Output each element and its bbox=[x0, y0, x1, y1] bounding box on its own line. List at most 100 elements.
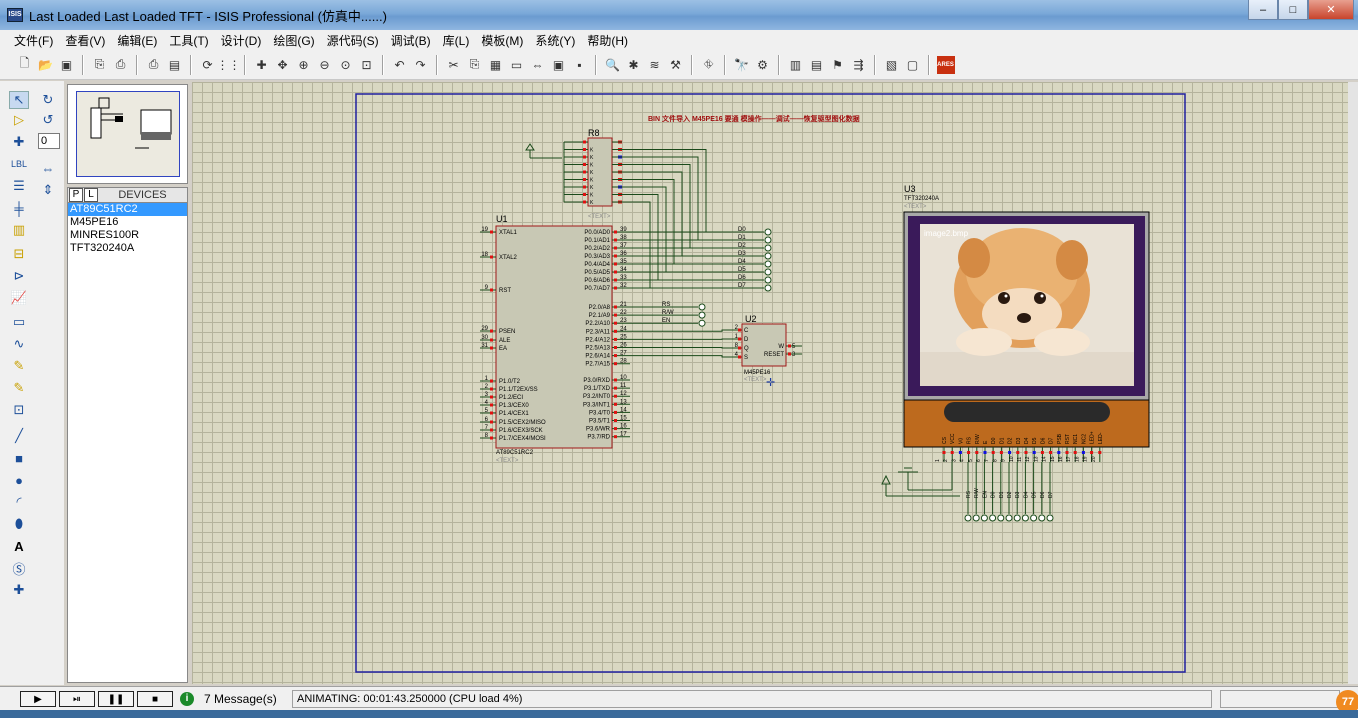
tape-recorder-icon[interactable]: ▭ bbox=[12, 314, 26, 329]
menu-system[interactable]: 系统(Y) bbox=[535, 33, 576, 48]
step-button[interactable]: ⏯ bbox=[59, 691, 95, 707]
menu-view[interactable]: 查看(V) bbox=[65, 33, 106, 48]
undo-icon[interactable]: ↶ bbox=[394, 57, 405, 72]
export-icon[interactable]: ⎙ bbox=[115, 57, 126, 71]
menu-graph[interactable]: 绘图(G) bbox=[273, 33, 315, 48]
new-sheet-icon[interactable]: ▢ bbox=[906, 57, 919, 72]
netlist-icon[interactable]: ▥ bbox=[789, 57, 802, 72]
bill-icon[interactable]: ▤ bbox=[810, 57, 823, 72]
path-tool-icon[interactable]: ⬮ bbox=[14, 516, 24, 531]
rotate-cw-icon[interactable]: ↻ bbox=[42, 92, 54, 107]
schematic-canvas[interactable]: BIN 文件导入 M45PE16 要通 模操作——调试——恢复驱型图化数据 R8… bbox=[192, 82, 1348, 684]
play-button[interactable]: ▶ bbox=[20, 691, 56, 707]
grid-icon[interactable]: ⋮⋮ bbox=[216, 57, 241, 72]
notification-badge[interactable]: 77 bbox=[1336, 690, 1358, 714]
new-file-icon[interactable]: 🗋 bbox=[19, 56, 30, 70]
device-item[interactable]: M45PE16 bbox=[70, 216, 119, 228]
cut-icon[interactable]: ✂ bbox=[448, 57, 459, 72]
subcircuit-icon[interactable]: ▥ bbox=[12, 222, 26, 237]
device-pins-icon[interactable]: ⊳ bbox=[13, 268, 25, 283]
print-icon[interactable]: ⎙ bbox=[148, 57, 159, 71]
refresh-icon[interactable]: ⟳ bbox=[202, 57, 213, 72]
rotate-ccw-icon[interactable]: ↺ bbox=[42, 112, 54, 127]
decompose-icon[interactable]: ≋ bbox=[649, 57, 660, 72]
open-file-icon[interactable]: 📂 bbox=[38, 57, 53, 72]
menu-template[interactable]: 模板(M) bbox=[481, 33, 524, 48]
zoom-all-icon[interactable]: ⊙ bbox=[340, 57, 351, 72]
flip-vertical-icon[interactable]: ⇕ bbox=[42, 182, 54, 197]
property-tool-icon[interactable]: ⚙ bbox=[757, 57, 768, 72]
menu-edit[interactable]: 编辑(E) bbox=[117, 33, 158, 48]
block-rotate-icon[interactable]: ▣ bbox=[552, 57, 565, 72]
minimize-button[interactable]: – bbox=[1248, 0, 1278, 20]
menu-tools[interactable]: 工具(T) bbox=[169, 33, 209, 48]
text-script-icon[interactable]: ☰ bbox=[13, 178, 25, 193]
zoom-in-icon[interactable]: ⊕ bbox=[298, 57, 309, 72]
flip-horizontal-icon[interactable]: ⇔ bbox=[41, 160, 55, 176]
component-mode-icon[interactable]: ▷ bbox=[14, 112, 24, 127]
bus-icon[interactable]: ╪ bbox=[14, 200, 24, 216]
menu-design[interactable]: 设计(D) bbox=[220, 33, 262, 48]
menu-debug[interactable]: 调试(B) bbox=[390, 33, 431, 48]
wire-autoroute-icon[interactable]: ⛗ bbox=[703, 57, 714, 71]
overview-window[interactable] bbox=[67, 84, 188, 184]
stop-button[interactable]: ■ bbox=[137, 691, 173, 707]
box-tool-icon[interactable]: ■ bbox=[15, 450, 23, 466]
save-icon[interactable]: ▣ bbox=[60, 57, 73, 72]
zoom-area-icon[interactable]: ⊡ bbox=[361, 57, 372, 72]
block-delete-icon[interactable]: ▪ bbox=[577, 57, 582, 72]
pan-icon[interactable]: ✥ bbox=[277, 57, 288, 72]
device-item[interactable]: MINRES100R bbox=[70, 229, 140, 241]
virtual-instruments-icon[interactable]: ⊡ bbox=[13, 402, 25, 417]
import-icon[interactable]: ⎘ bbox=[94, 57, 105, 71]
origin-icon[interactable]: ✚ bbox=[256, 57, 267, 72]
circle-tool-icon[interactable]: ● bbox=[15, 472, 23, 488]
netlist-transfer-icon[interactable]: ⇶ bbox=[853, 57, 864, 72]
device-item[interactable]: AT89C51RC2 bbox=[68, 203, 187, 216]
marker-tool-icon[interactable]: ✚ bbox=[13, 582, 25, 597]
menu-library[interactable]: 库(L) bbox=[442, 33, 470, 48]
block-move-icon[interactable]: ⇔ bbox=[531, 57, 544, 72]
vertical-scrollbar[interactable] bbox=[1348, 82, 1358, 684]
junction-dot-icon[interactable]: ✚ bbox=[13, 134, 25, 149]
generator-icon[interactable]: ∿ bbox=[13, 336, 25, 351]
graph-icon[interactable]: 📈 bbox=[10, 290, 28, 305]
rotation-angle-input[interactable]: 0 bbox=[38, 133, 60, 149]
symbol-tool-icon[interactable]: Ⓢ bbox=[12, 561, 26, 577]
library-manager-button[interactable]: L bbox=[84, 188, 98, 202]
block-copy-icon[interactable]: ▭ bbox=[510, 57, 523, 72]
make-device-icon[interactable]: ✱ bbox=[628, 57, 639, 72]
arc-tool-icon[interactable]: ◜ bbox=[16, 494, 22, 509]
pause-button[interactable]: ❚❚ bbox=[98, 691, 134, 707]
line-tool-icon[interactable]: ╱ bbox=[15, 428, 23, 443]
wire-label-icon[interactable]: LBL bbox=[10, 159, 27, 169]
voltage-probe-icon[interactable]: ✎ bbox=[13, 358, 25, 373]
selection-mode-icon[interactable]: ↖ bbox=[9, 91, 29, 109]
device-item[interactable]: TFT320240A bbox=[70, 242, 135, 254]
electrical-check-icon[interactable]: ⚑ bbox=[832, 57, 843, 72]
copy-icon[interactable]: ⎘ bbox=[469, 57, 480, 71]
zoom-out-icon[interactable]: ⊖ bbox=[319, 57, 330, 72]
redo-icon[interactable]: ↷ bbox=[415, 57, 426, 72]
paste-icon[interactable]: ▦ bbox=[489, 57, 502, 72]
pick-device-icon[interactable]: 🔍 bbox=[605, 57, 620, 72]
tft-display-u3[interactable]: U3 TFT320240A <TEXT> image bbox=[903, 184, 1150, 448]
text-tool-icon[interactable]: A bbox=[14, 538, 24, 554]
design-explorer-icon[interactable]: ▧ bbox=[885, 57, 898, 72]
print-area-icon[interactable]: ▤ bbox=[168, 57, 181, 72]
package-tool-icon[interactable]: ⚒ bbox=[670, 57, 681, 72]
current-probe-icon[interactable]: ✎ bbox=[13, 380, 25, 395]
pick-devices-button[interactable]: P bbox=[69, 188, 83, 202]
menu-file[interactable]: 文件(F) bbox=[14, 33, 54, 48]
search-icon[interactable]: 🔭 bbox=[734, 57, 749, 72]
menu-help[interactable]: 帮助(H) bbox=[587, 33, 628, 48]
message-area[interactable]: i 7 Message(s) bbox=[180, 690, 288, 708]
ares-icon[interactable]: ARES bbox=[936, 55, 955, 74]
maximize-button[interactable]: □ bbox=[1278, 0, 1308, 20]
menu-source[interactable]: 源代码(S) bbox=[326, 33, 379, 48]
terminals-icon[interactable]: ⊟ bbox=[13, 246, 25, 261]
close-button[interactable]: ✕ bbox=[1308, 0, 1354, 20]
